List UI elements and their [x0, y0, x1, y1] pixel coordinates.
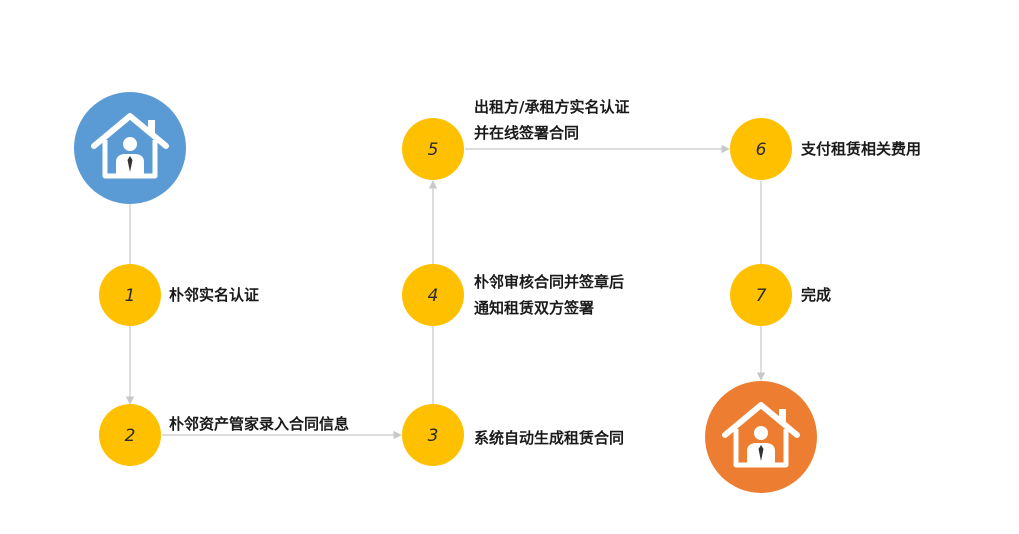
- step-7-node: 7: [730, 264, 792, 326]
- step-6-node: 6: [730, 118, 792, 180]
- step-4-number: 4: [428, 286, 439, 306]
- step-2-label-line-1: 朴邻资产管家录入合同信息: [169, 415, 350, 433]
- step-3-node: 3: [402, 404, 464, 466]
- step-1-label-line-1: 朴邻实名认证: [169, 286, 260, 304]
- step-5-node: 5: [402, 118, 464, 180]
- step-4-label: 朴邻审核合同并签章后 通知租赁双方签署: [474, 269, 624, 321]
- step-3-label-line-1: 系统自动生成租赁合同: [474, 429, 625, 447]
- step-4-label-line-1: 朴邻审核合同并签章后: [474, 273, 625, 291]
- step-2-label: 朴邻资产管家录入合同信息: [169, 411, 349, 437]
- step-2-node: 2: [99, 404, 161, 466]
- step-7-label: 完成: [801, 282, 831, 308]
- step-5-label: 出租方/承租方实名认证 并在线签署合同: [474, 94, 629, 146]
- step-4-node: 4: [402, 264, 464, 326]
- step-6-number: 6: [756, 140, 767, 160]
- step-1-node: 1: [99, 264, 161, 326]
- step-6-label: 支付租赁相关费用: [801, 136, 921, 162]
- step-5-label-line-2: 并在线签署合同: [474, 124, 580, 142]
- step-5-label-line-1: 出租方/承租方实名认证: [474, 98, 630, 116]
- step-5-number: 5: [428, 140, 439, 160]
- connectors: [125, 144, 766, 440]
- step-6-label-line-1: 支付租赁相关费用: [801, 140, 922, 158]
- step-1-number: 1: [125, 286, 136, 306]
- step-3-label: 系统自动生成租赁合同: [474, 425, 624, 451]
- start-node: [74, 92, 186, 204]
- step-7-label-line-1: 完成: [801, 286, 832, 304]
- step-3-number: 3: [428, 426, 439, 446]
- step-1-label: 朴邻实名认证: [169, 282, 259, 308]
- step-2-number: 2: [125, 426, 136, 446]
- step-4-label-line-2: 通知租赁双方签署: [474, 299, 595, 317]
- end-node: [705, 381, 817, 493]
- step-7-number: 7: [756, 286, 767, 306]
